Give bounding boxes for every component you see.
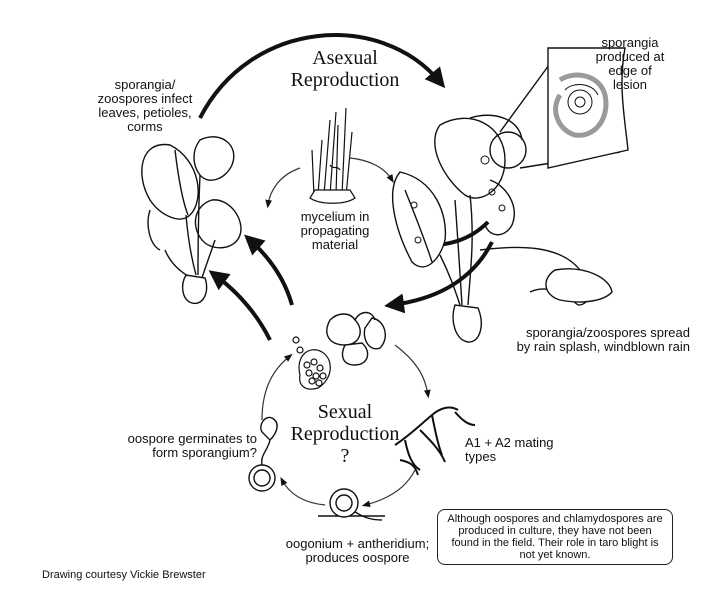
label-infect: sporangia/ zoospores infect leaves, peti… xyxy=(97,77,193,134)
sporangia-cluster xyxy=(326,311,386,366)
arrow-spread-2 xyxy=(384,241,494,314)
label-mycelium: mycelium in propagating material xyxy=(300,209,370,252)
label-oogonium: oogonium + antheridium; produces oospore xyxy=(285,536,430,565)
sexual-title-line1: Sexual xyxy=(317,401,373,423)
arrow-sexual-bottom-left xyxy=(280,477,326,506)
arrow-asexual-top xyxy=(198,33,446,119)
arrow-left-up-2 xyxy=(208,270,272,341)
sexual-title-question: ? xyxy=(340,445,350,467)
propagating-material xyxy=(309,107,356,204)
label-spread: sporangia/zoospores spread by rain splas… xyxy=(516,325,690,354)
lesion-zoom-callout xyxy=(489,47,629,169)
arrow-sexual-left xyxy=(261,353,293,421)
sexual-reproduction-title: Sexual Reproduction ? xyxy=(285,401,405,467)
label-germinate: oospore germinates to form sporangium? xyxy=(127,431,257,460)
germinating-oospore xyxy=(248,416,278,492)
arrow-sexual-bottom-right xyxy=(361,469,416,508)
arrow-sexual-right xyxy=(394,344,431,399)
arrow-left-up-1 xyxy=(244,234,294,306)
arrow-mycelium-right xyxy=(349,157,394,183)
asexual-reproduction-title: Asexual Reproduction xyxy=(290,47,400,91)
oogonium xyxy=(318,488,385,521)
note-box: Although oospores and chlamydospores are… xyxy=(437,509,673,565)
sporangium-with-zoospores xyxy=(292,336,331,390)
label-lesion: sporangia produced at edge of lesion xyxy=(595,35,665,92)
arrow-mycelium-left xyxy=(265,167,301,209)
label-mating-types: A1 + A2 mating types xyxy=(465,435,554,464)
lesion-spots xyxy=(410,155,506,244)
infected-taro-plant xyxy=(391,114,613,343)
mating-hyphae xyxy=(394,406,476,476)
drawing-credit: Drawing courtesy Vickie Brewster xyxy=(42,569,206,581)
healthy-taro-plant xyxy=(141,136,242,305)
sexual-title-line2: Reproduction xyxy=(290,423,400,445)
